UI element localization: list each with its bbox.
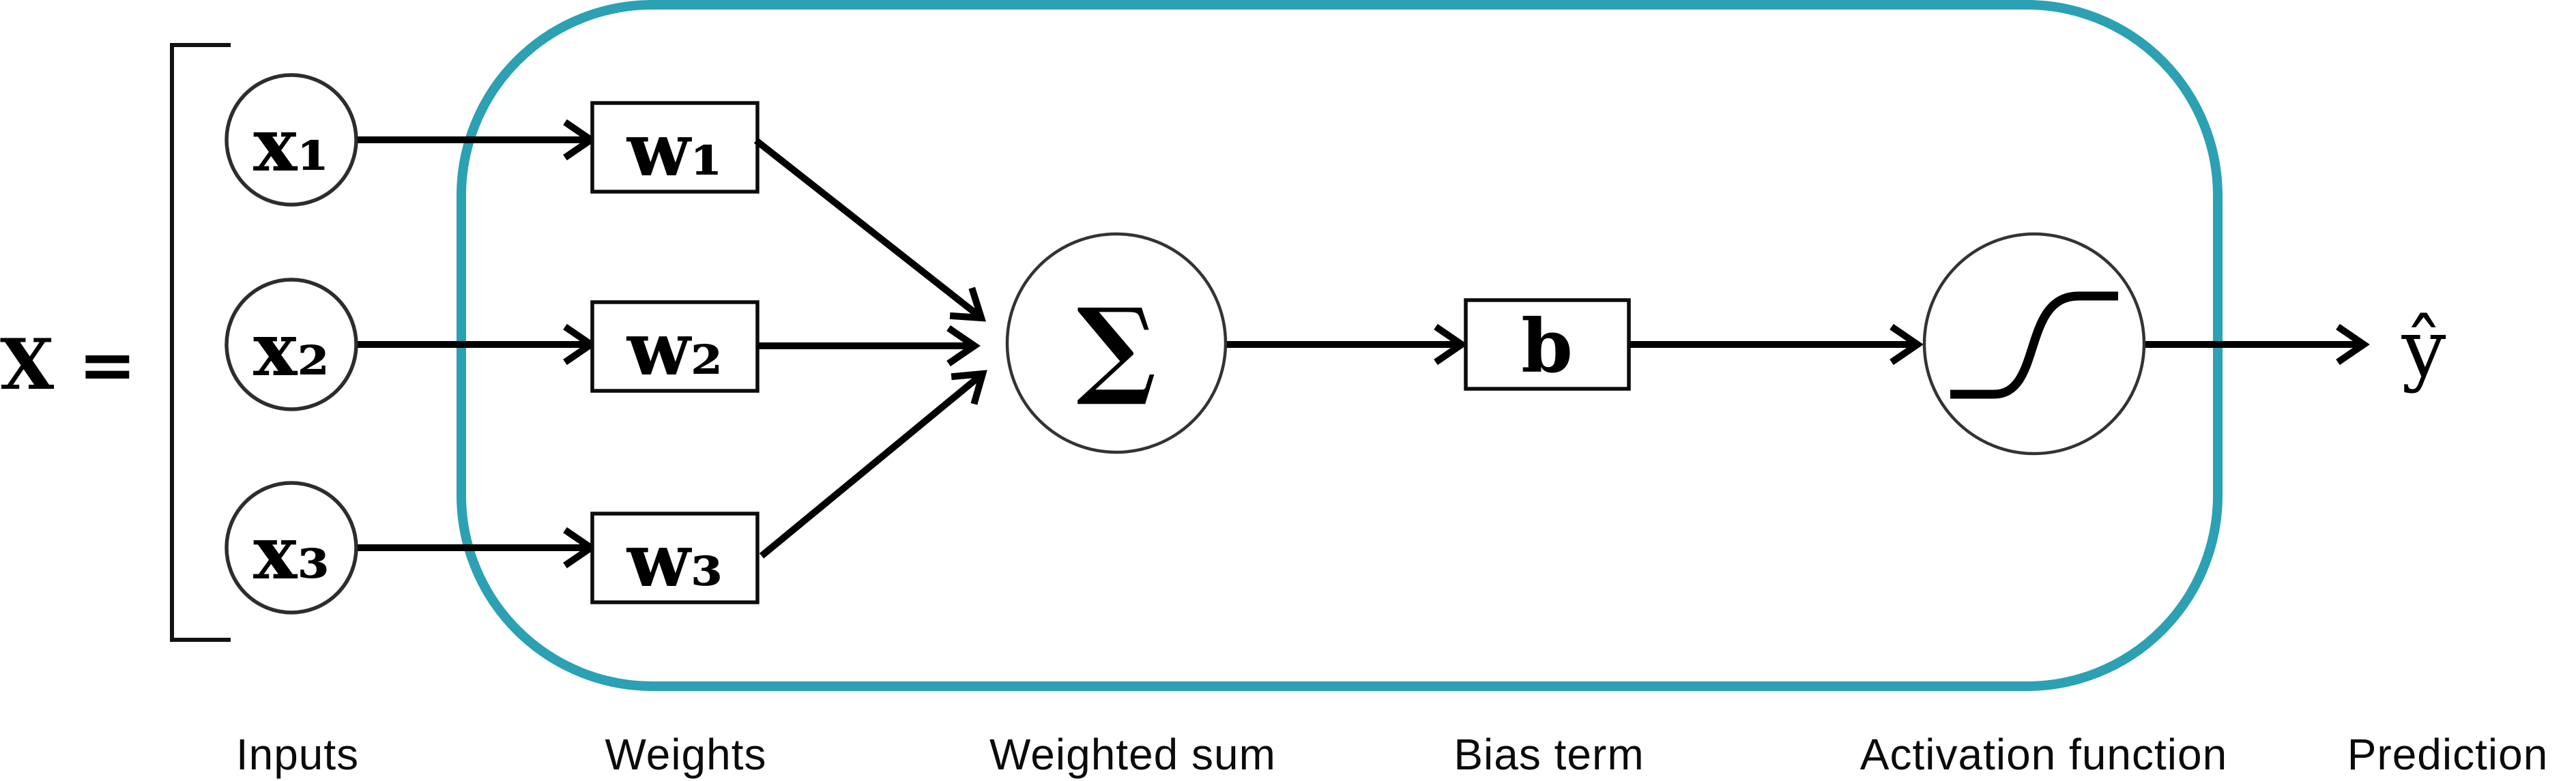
input-nodes: x₁ x₂ x₃ xyxy=(225,73,358,615)
caption-weights: Weights xyxy=(605,730,766,779)
input-node-circle-x1 xyxy=(225,73,358,207)
caption-bias-term: Bias term xyxy=(1453,730,1644,779)
weight-label-w1: w₁ xyxy=(626,107,723,193)
sum-symbol: ∑ xyxy=(1077,284,1157,409)
arrowhead-bias-activation xyxy=(1890,323,1924,366)
input-node-label-x1: x₁ xyxy=(253,102,330,188)
matrix-label: X = xyxy=(0,324,136,406)
caption-activation-function: Activation function xyxy=(1860,730,2227,779)
bias-box xyxy=(1464,298,1631,391)
weight-nodes: w₁ w₂ w₃ xyxy=(590,101,759,604)
weight-label-w2: w₂ xyxy=(626,306,723,392)
caption-prediction: Prediction xyxy=(2347,730,2549,779)
prediction-label: ŷ xyxy=(2401,304,2446,395)
captions: Inputs Weights Weighted sum Bias term Ac… xyxy=(236,730,2549,779)
caption-weighted-sum: Weighted sum xyxy=(989,730,1276,779)
sum-node: ∑ xyxy=(1005,232,1228,454)
bias-node: b xyxy=(1464,298,1631,391)
input-node-label-x2: x₂ xyxy=(253,307,330,393)
arrows-weights-to-sum xyxy=(753,138,987,559)
weight-box-w2 xyxy=(590,300,759,393)
weight-box-w1 xyxy=(590,101,759,194)
input-node-circle-x2 xyxy=(225,278,358,411)
arrows-inputs-to-weights xyxy=(358,119,597,569)
input-node-label-x3: x₃ xyxy=(253,510,330,596)
weight-box-w3 xyxy=(590,512,759,604)
arrowhead-activation-prediction xyxy=(2336,323,2370,366)
input-node-circle-x3 xyxy=(225,481,358,615)
arrowhead-w1-sum xyxy=(949,286,986,322)
sigmoid-curve-icon xyxy=(1950,291,2118,399)
arrow-w3-sum xyxy=(759,374,981,559)
matrix-bracket xyxy=(170,43,231,642)
arrowhead-w3-sum xyxy=(951,370,987,405)
arrowhead-sum-bias xyxy=(1434,323,1468,366)
arrow-w1-sum xyxy=(753,138,980,317)
caption-inputs: Inputs xyxy=(236,730,359,779)
bias-label: b xyxy=(1521,304,1573,389)
sum-node-circle xyxy=(1005,232,1228,454)
arrowhead-w2-sum xyxy=(946,325,981,367)
activation-node xyxy=(1922,232,2146,456)
weight-label-w3: w₃ xyxy=(626,518,723,604)
